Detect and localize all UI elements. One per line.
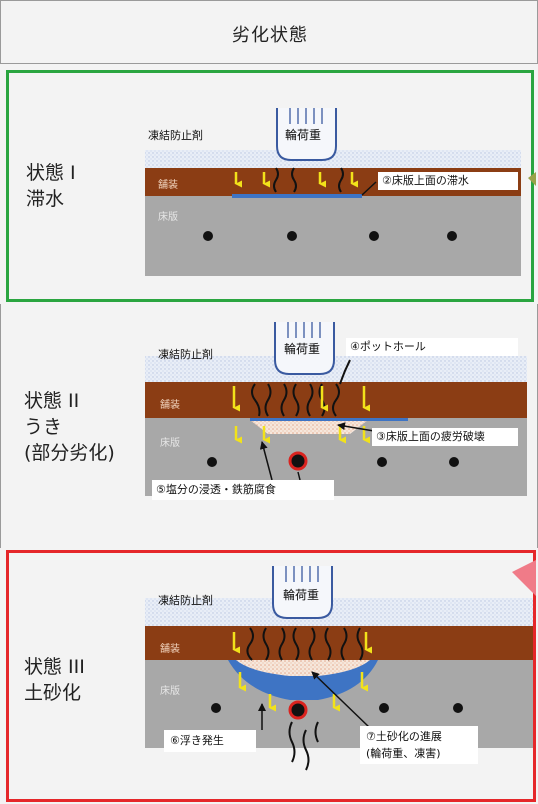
panel-2-state-label: 状態 II うき (部分劣化) — [24, 390, 115, 464]
p2-deck-tag: 床版 — [160, 438, 180, 449]
header-title: 劣化状態 — [232, 25, 308, 46]
p3-wheel-load-tag: 輪荷重 — [283, 588, 320, 602]
p2-callout-fatigue: ③床版上面の疲労破壊 — [372, 428, 518, 446]
p3-pavement-tag: 舗装 — [160, 644, 180, 655]
p2-callout-pothole: ④ポットホール — [346, 338, 518, 356]
corroded-rebar-2 — [288, 451, 308, 471]
p2-antifreeze-tag: 凍結防止剤 — [158, 348, 213, 361]
p2-callout-salt: ⑤塩分の浸透・鉄筋腐食 — [152, 480, 334, 500]
p1-antifreeze-tag: 凍結防止剤 — [148, 129, 203, 142]
olive-arrow-icon — [528, 172, 536, 186]
standing-water-1 — [232, 194, 362, 198]
panel-1-graphic — [145, 108, 521, 276]
panel-3-state-label: 状態 III 土砂化 — [24, 656, 85, 704]
p3-callout-soil: ⑦土砂化の進展 (輪荷重、凍害) — [360, 726, 478, 764]
deck-layer-1 — [145, 196, 521, 276]
header-bar: 劣化状態 — [0, 0, 538, 64]
p2-pavement-tag: 舗装 — [160, 400, 180, 411]
panel-1-frame — [6, 70, 534, 302]
p3-callout-soil-line1: ⑦土砂化の進展 — [366, 730, 442, 743]
p3-deck-tag: 床版 — [160, 686, 180, 697]
p1-wheel-load-tag: 輪荷重 — [285, 128, 322, 142]
corroded-rebar-3 — [288, 700, 308, 720]
p1-pavement-tag: 舗装 — [158, 180, 178, 191]
panel-3-frame — [6, 550, 536, 802]
p1-callout-standing-water: ②床版上面の滞水 — [378, 172, 518, 190]
pink-flag-icon — [512, 560, 536, 596]
p3-callout-soil-line2: (輪荷重、凍害) — [366, 747, 441, 760]
tire-icon — [276, 108, 337, 161]
panel-1-state-label: 状態 I 滞水 — [26, 162, 76, 210]
p3-callout-float: ⑥浮き発生 — [164, 730, 256, 752]
p2-wheel-load-tag: 輪荷重 — [284, 342, 321, 356]
p1-deck-tag: 床版 — [158, 212, 178, 223]
p3-antifreeze-tag: 凍結防止剤 — [158, 594, 213, 607]
pavement-layer-3 — [145, 626, 533, 660]
